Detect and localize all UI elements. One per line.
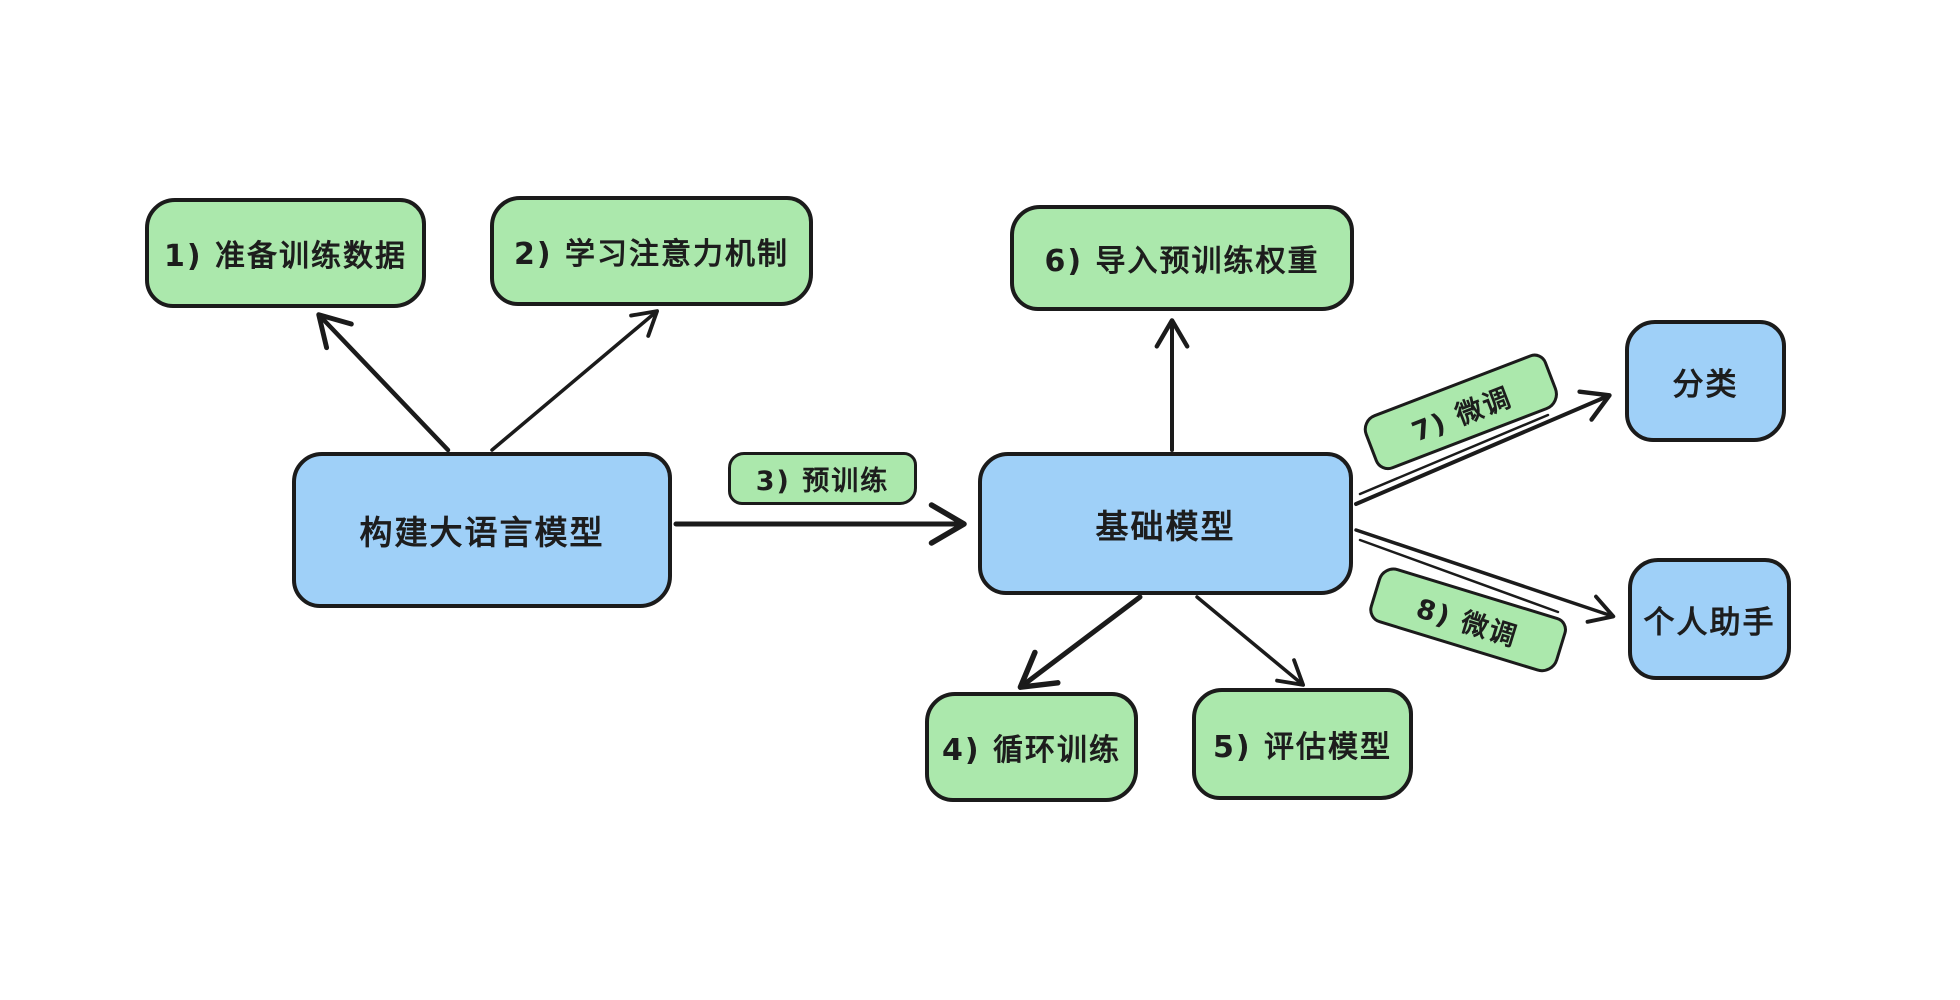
arrow-build-to-prepare-data[interactable] [316,312,451,453]
arrow-base-to-evaluate[interactable] [1195,595,1306,687]
node-base-model-label: 基础模型 [1095,506,1236,546]
node-loop-training-label: 4) 循环训练 [941,733,1122,768]
node-evaluate-model[interactable]: 5) 评估模型 [1192,688,1413,800]
node-load-pretrained-weights[interactable]: 6) 导入预训练权重 [1010,205,1354,311]
node-learn-attention[interactable]: 2) 学习注意力机制 [490,196,813,306]
node-build-llm[interactable]: 构建大语言模型 [292,452,672,608]
arrow-base-to-loop-train[interactable] [1017,594,1143,690]
node-evaluate-model-label: 5) 评估模型 [1212,730,1393,765]
arrow-base-to-assistant[interactable] [1354,528,1616,624]
node-loop-training[interactable]: 4) 循环训练 [925,692,1138,802]
arrow-base-to-classify-overdraw [1358,413,1550,496]
arrow-base-to-classify[interactable] [1354,389,1612,506]
node-build-llm-label: 构建大语言模型 [359,513,605,552]
node-personal-assistant-label: 个人助手 [1643,604,1776,641]
node-classification-label: 分类 [1672,366,1739,403]
node-pretrain-label[interactable]: 3) 预训练 [728,452,917,505]
arrow-base-to-assistant-overdraw [1358,538,1560,614]
arrow-build-to-attention[interactable] [490,309,659,452]
node-prepare-training-data[interactable]: 1) 准备训练数据 [145,198,426,308]
node-personal-assistant[interactable]: 个人助手 [1628,558,1791,680]
node-base-model[interactable]: 基础模型 [978,452,1353,595]
node-load-pretrained-weights-label: 6) 导入预训练权重 [1044,244,1320,279]
node-pretrain-label-text: 3) 预训练 [755,466,890,497]
node-classification[interactable]: 分类 [1625,320,1786,442]
node-prepare-training-data-label: 1) 准备训练数据 [163,239,408,274]
node-learn-attention-label: 2) 学习注意力机制 [513,237,790,272]
